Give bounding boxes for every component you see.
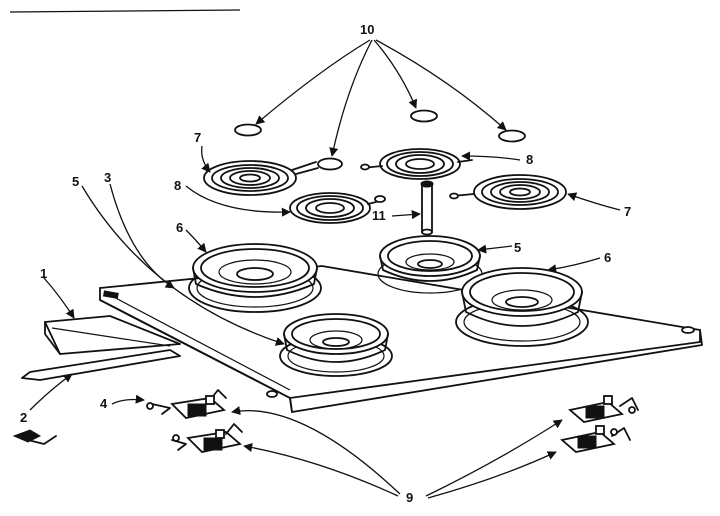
callout-labels: 10 7 8 8 7 5 3 11 6 5 6 1 4 2 9 xyxy=(20,22,631,505)
callout-8-right: 8 xyxy=(526,152,533,167)
callout-7-left: 7 xyxy=(194,130,201,145)
callout-5-left: 5 xyxy=(72,174,79,189)
callout-4: 4 xyxy=(100,396,108,411)
drip-pan-back-right xyxy=(377,235,483,294)
element-support-pin xyxy=(420,180,434,236)
surface-element-right-large xyxy=(449,174,567,210)
cooktop-panel xyxy=(99,265,703,413)
surface-element-center-back xyxy=(360,148,473,180)
drip-pan-front-right xyxy=(455,267,589,347)
callout-6-left: 6 xyxy=(176,220,183,235)
switch-right-lower xyxy=(560,425,631,453)
switch-right-upper xyxy=(568,395,639,423)
leader-lines xyxy=(29,39,621,499)
switch-left-upper xyxy=(146,389,227,419)
callout-5-right: 5 xyxy=(514,240,521,255)
hinge-rod xyxy=(21,349,181,381)
callout-1: 1 xyxy=(40,266,47,281)
element-caps xyxy=(234,109,526,171)
surface-element-left-large xyxy=(203,160,319,196)
screw-clip xyxy=(12,429,57,445)
surface-element-center-front xyxy=(289,192,386,224)
callout-11: 11 xyxy=(372,208,386,223)
drip-pan-front-left xyxy=(279,313,393,377)
callout-8-left: 8 xyxy=(174,178,181,193)
callout-10: 10 xyxy=(360,22,374,37)
callout-6-right: 6 xyxy=(604,250,611,265)
callout-2: 2 xyxy=(20,410,27,425)
callout-7-right: 7 xyxy=(624,204,631,219)
switch-left-lower xyxy=(171,423,243,453)
border-line xyxy=(9,9,241,13)
callout-3: 3 xyxy=(104,170,111,185)
callout-9: 9 xyxy=(406,490,413,505)
drip-pan-back-left xyxy=(188,243,322,313)
front-trim-rail xyxy=(44,315,181,355)
